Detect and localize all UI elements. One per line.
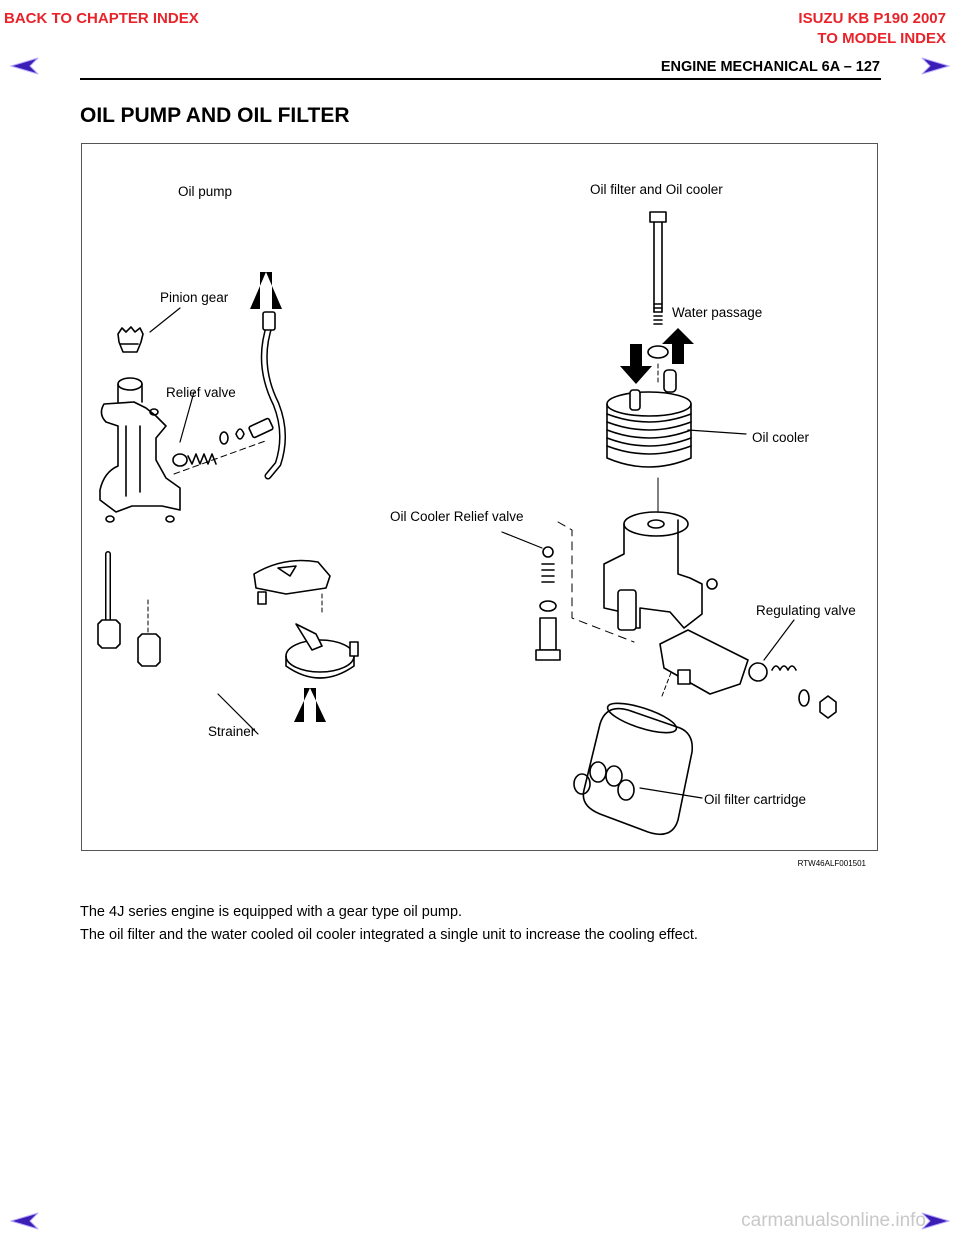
oil-pump-body-part: [99, 377, 181, 523]
filter-housing-part: [603, 511, 718, 631]
oil-cooler-relief-valve-parts: [535, 521, 635, 661]
label-strainer: Strainer: [208, 724, 256, 739]
center-bolt-part: [647, 211, 669, 385]
leader-lines: [149, 307, 795, 799]
label-oil-cooler: Oil cooler: [752, 430, 810, 445]
oil-cooler-part: [606, 369, 692, 513]
label-regulating-valve: Regulating valve: [756, 603, 856, 618]
filter-mount-part: [659, 629, 749, 695]
section-header: ENGINE MECHANICAL 6A – 127: [660, 59, 880, 75]
page-title: OIL PUMP AND OIL FILTER: [80, 104, 350, 127]
oil-filter-cartridge-part: [573, 669, 694, 836]
oil-pipe-part: [248, 311, 286, 480]
oil-pump-filter-illustration: [97, 211, 837, 836]
label-oil-pump: Oil pump: [178, 184, 233, 199]
paragraph-oil-filter: The oil filter and the water cooled oil …: [80, 927, 698, 943]
strainer-part: [253, 559, 359, 679]
previous-page-arrow-icon[interactable]: [10, 57, 40, 75]
figure-id: RTW46ALF001501: [797, 859, 866, 868]
label-water-passage: Water passage: [672, 305, 763, 320]
flow-arrow-up-2: [294, 688, 326, 722]
flow-arrow-up-1: [250, 272, 282, 309]
bottom-next-page-arrow-icon[interactable]: [920, 1212, 950, 1230]
label-relief-valve: Relief valve: [166, 385, 236, 400]
label-oil-filter-and-oil-cooler: Oil filter and Oil cooler: [590, 182, 723, 197]
label-pinion-gear: Pinion gear: [160, 290, 229, 305]
relief-valve-parts: [172, 428, 269, 475]
pinion-gear-part: [117, 326, 144, 353]
back-to-chapter-index-link[interactable]: BACK TO CHAPTER INDEX: [4, 10, 199, 27]
paragraph-oil-pump: The 4J series engine is equipped with a …: [80, 904, 463, 920]
exploded-diagram: Oil pump Pinion gear Relief valve Strain…: [81, 143, 878, 851]
model-title: ISUZU KB P190 2007: [798, 10, 946, 27]
pump-shaft-gears: [97, 551, 161, 667]
label-oil-filter-cartridge: Oil filter cartridge: [704, 792, 807, 807]
water-in-arrow-icon: [620, 344, 652, 384]
water-out-arrow-icon: [662, 328, 694, 364]
to-model-index-link[interactable]: TO MODEL INDEX: [817, 30, 946, 47]
next-page-arrow-icon[interactable]: [920, 57, 950, 75]
bottom-previous-page-arrow-icon[interactable]: [10, 1212, 40, 1230]
watermark: carmanualsonline.info: [741, 1210, 926, 1231]
label-oil-cooler-relief-valve: Oil Cooler Relief valve: [390, 509, 524, 524]
header-rule: [80, 78, 881, 80]
